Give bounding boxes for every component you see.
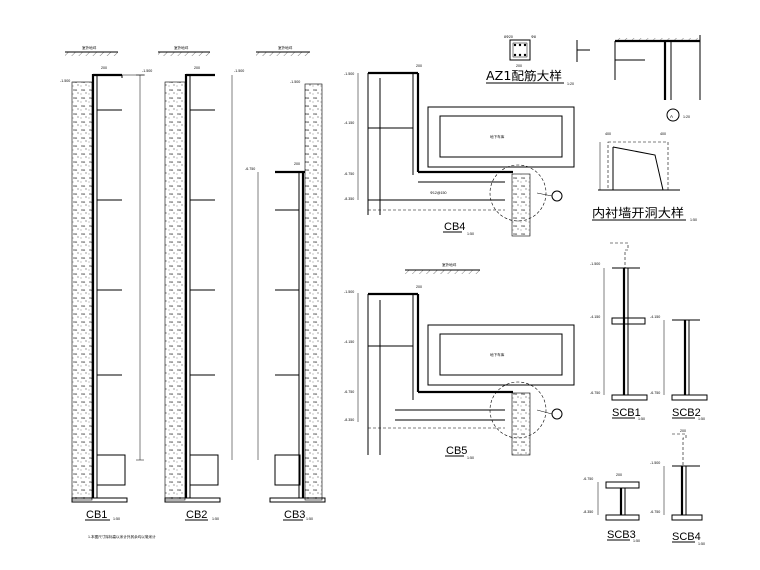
az1-bars: 8Φ20 — [504, 35, 513, 39]
section-cb4: 地下车库 200 -1.500 -4.150 -6.750 -8.350 Φ12… — [344, 64, 575, 237]
elev-label: -4.150 — [344, 121, 354, 125]
elev-label: -6.750 — [344, 172, 354, 176]
elev-label: -1.500 — [344, 290, 354, 294]
drawing-note: 1.本图尺寸除标高以米计外其余均以毫米计 — [88, 534, 156, 539]
section-scb1: -1.500 -4.150 -6.750 SCB1 1:50 — [590, 242, 648, 421]
title-opening: 内衬墙开洞大样 — [592, 205, 684, 220]
ground-label: 室外地坪 — [442, 262, 457, 267]
section-scb3: -6.750 -8.350 200 SCB3 1:50 — [583, 473, 640, 543]
wall-thickness: 200 — [294, 162, 300, 166]
room-label: 地下车库 — [490, 352, 505, 357]
elev-label: -8.350 — [583, 510, 593, 514]
scale-scb2: 1:50 — [698, 417, 705, 421]
section-scb2: -4.150 -6.750 SCB2 1:50 — [650, 315, 708, 421]
room-label: 地下车库 — [490, 134, 505, 139]
scale-az1: 1:20 — [567, 82, 574, 86]
title-scb3: SCB3 — [607, 529, 636, 541]
title-cb2: CB2 — [186, 509, 207, 521]
title-az1: AZ1配筋大样 — [486, 68, 562, 83]
elev-label: -8.350 — [344, 197, 354, 201]
elev-label: -6.750 — [583, 477, 593, 481]
section-cb3: 室外地坪 200 -6.750 -1.500 CB3 1:50 — [245, 45, 326, 521]
detail-a-scale: 1:20 — [683, 115, 690, 119]
elev-label: -4.150 — [650, 315, 660, 319]
scale-cb3: 1:50 — [306, 517, 313, 521]
title-cb3: CB3 — [284, 509, 305, 521]
title-scb1: SCB1 — [612, 407, 641, 419]
elev-label: -6.750 — [344, 390, 354, 394]
az1-stirrup: Φ8 — [531, 35, 536, 39]
section-cb5: 室外地坪 地下车库 200 -1.500 -4.150 -6.750 -8.35… — [344, 262, 575, 460]
elev-label: -1.500 — [234, 69, 244, 73]
section-cb2: 室外地坪 200 -1.500 CB2 1:50 — [158, 45, 244, 521]
az1-dim: 200 — [516, 64, 522, 68]
scale-cb5: 1:50 — [467, 456, 474, 460]
elev-label: -4.150 — [344, 340, 354, 344]
title-cb1: CB1 — [86, 509, 107, 521]
elev-label: -8.350 — [344, 418, 354, 422]
elev-label: -1.500 — [290, 80, 300, 84]
detail-az1: 8Φ20 Φ8 200 AZ1配筋大样 1:20 — [486, 35, 590, 86]
scale-scb3: 1:50 — [633, 539, 640, 543]
detail-a-label: A — [670, 114, 673, 119]
scale-cb4: 1:50 — [467, 232, 474, 236]
title-cb5: CB5 — [446, 445, 467, 457]
elev-label: -1.500 — [590, 262, 600, 266]
title-cb4: CB4 — [444, 221, 465, 233]
elev-label: -1.500 — [344, 72, 354, 76]
elev-label: -1.500 — [142, 69, 152, 73]
wall-thickness: 200 — [194, 66, 200, 70]
scale-cb1: 1:50 — [113, 517, 120, 521]
ground-label: 室外地坪 — [278, 45, 293, 50]
scale-cb2: 1:50 — [212, 517, 219, 521]
detail-a: A 1:20 — [614, 35, 701, 122]
wall-thickness: 200 — [416, 285, 422, 289]
elev-label: -1.500 — [650, 461, 660, 465]
elev-label: -6.750 — [650, 391, 660, 395]
title-scb4: SCB4 — [672, 531, 701, 543]
section-scb4: -1.500 -6.750 200 SCB4 1:50 — [650, 429, 705, 546]
wall-thickness: 200 — [616, 473, 622, 477]
elev-label: -6.750 — [650, 510, 660, 514]
scale-scb4: 1:50 — [698, 542, 705, 546]
opening-dim: 400 — [605, 132, 611, 136]
elev-label: -1.500 — [60, 79, 70, 83]
elev-label: -6.750 — [590, 391, 600, 395]
scale-opening: 1:50 — [690, 218, 697, 222]
wall-thickness: 200 — [680, 429, 686, 433]
opening-dim: 400 — [660, 132, 666, 136]
detail-opening: 400 400 内衬墙开洞大样 1:50 — [592, 132, 697, 222]
wall-thickness: 200 — [101, 66, 107, 70]
wall-thickness: 200 — [416, 64, 422, 68]
section-cb1: 室外地坪 200 -1.500 -1.500 CB1 1:50 1.本图尺寸除标… — [60, 45, 156, 539]
rebar-label: Φ12@150 — [430, 191, 447, 195]
elev-label: -6.750 — [245, 167, 255, 171]
elev-label: -4.150 — [590, 315, 600, 319]
ground-label: 室外地坪 — [174, 45, 189, 50]
title-scb2: SCB2 — [672, 407, 701, 419]
ground-label: 室外地坪 — [82, 45, 97, 50]
scale-scb1: 1:50 — [638, 417, 645, 421]
